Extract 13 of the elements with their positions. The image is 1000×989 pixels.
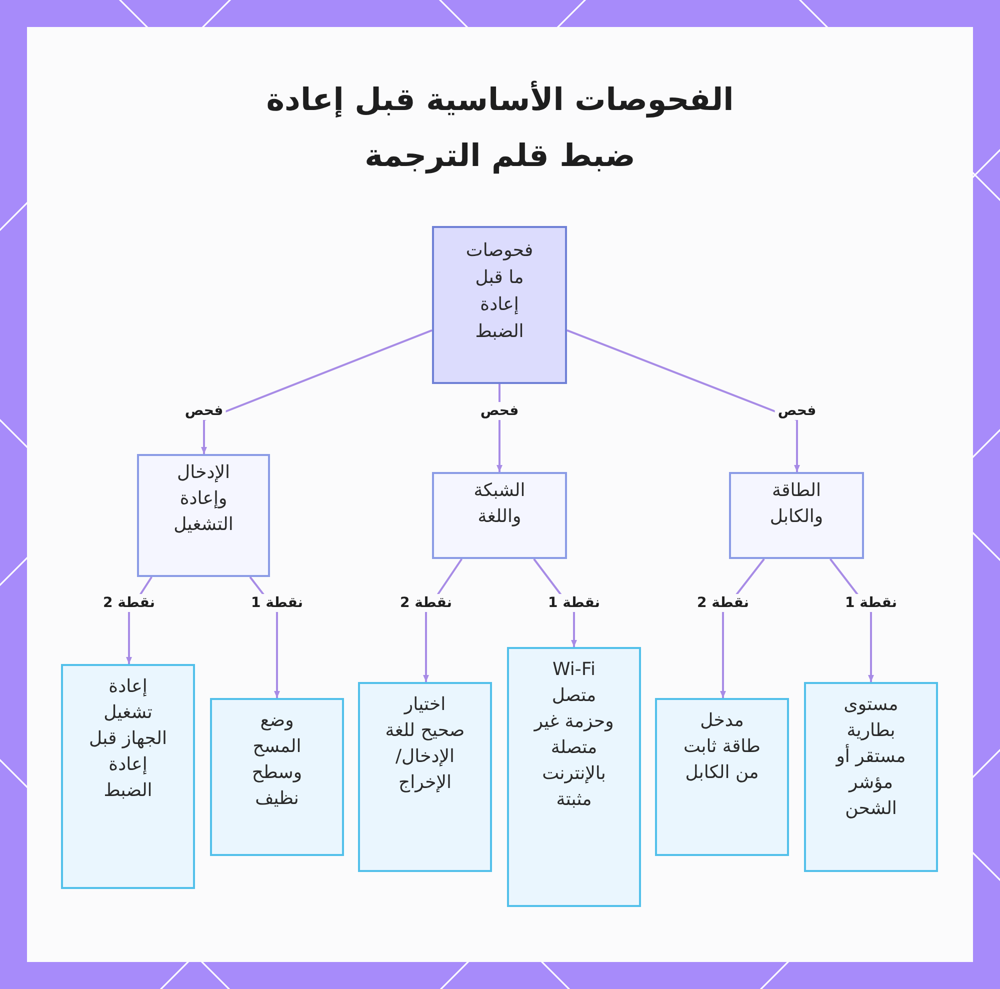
item-box: وضع المسح وسطح نظيف bbox=[210, 698, 344, 856]
item-box: مستوى بطارية مستقر أو مؤشر الشحن bbox=[804, 682, 938, 872]
item-box: إعادة تشغيل الجهاز قبل إعادة الضبط bbox=[61, 664, 195, 889]
item-box: مدخل طاقة ثابت من الكابل bbox=[655, 698, 789, 856]
topic-box: فحوصات ما قبل إعادة الضبط bbox=[432, 226, 567, 384]
category-box: الإدخال وإعادة التشغيل bbox=[137, 454, 270, 577]
arrow bbox=[201, 329, 432, 454]
diagram-title: الفحوصات الأساسية قبل إعادة ضبط قلم الترجمة bbox=[265, 80, 735, 176]
category-box: الطاقة والكابل bbox=[729, 472, 864, 559]
category-box: الشبكة واللغة bbox=[432, 472, 567, 559]
item-box: اختيار صحيح للغة الإدخال/الإخراج bbox=[358, 682, 492, 872]
item-box: Wi-Fi متصل وحزمة غير متصلة بالإنترنت مثبتة bbox=[507, 647, 641, 907]
arrow bbox=[566, 329, 800, 472]
